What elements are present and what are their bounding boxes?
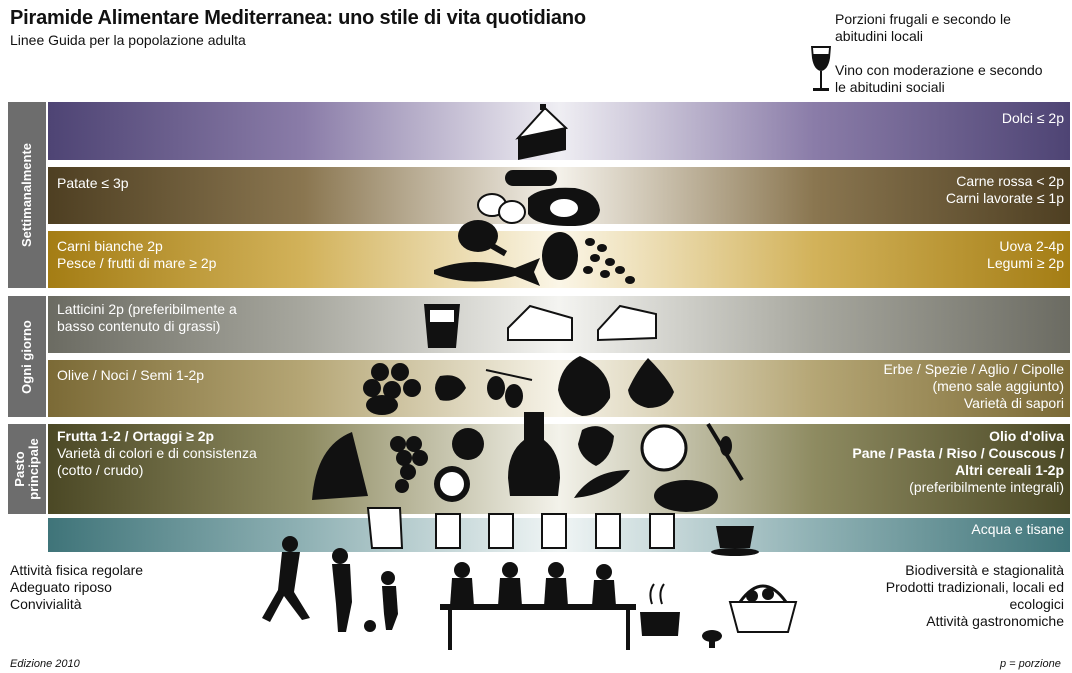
- apple-icon: [452, 428, 484, 460]
- artichoke-icon: [578, 426, 614, 466]
- wine-note: Vino con moderazione e secondo le abitud…: [835, 62, 1043, 95]
- label-eggs-legumes: Uova 2-4p Legumi ≥ 2p: [987, 238, 1064, 271]
- dinner-table-icon: [440, 562, 636, 650]
- label-red-meat: Carne rossa < 2p Carni lavorate ≤ 1p: [945, 173, 1064, 206]
- label-fruit-vegetables: Frutta 1-2 / Ortaggi ≥ 2p Varietà di col…: [57, 428, 257, 478]
- garlic-icon: [628, 358, 674, 408]
- wine-glass-icon: [811, 46, 831, 91]
- label-potatoes: Patate ≤ 3p: [57, 175, 129, 191]
- steak-icon: [528, 187, 600, 226]
- yogurt-icon: [424, 304, 460, 348]
- label-poultry-fish: Carni bianche 2p Pesce / frutti di mare …: [57, 238, 217, 271]
- section-weekly: Settimanalmente: [8, 102, 46, 288]
- water-glass-icon: [435, 513, 675, 549]
- lettuce-icon: [640, 424, 688, 472]
- wheat-icon: [706, 422, 744, 482]
- basket-icon: [728, 584, 798, 633]
- page-subtitle: Linee Guida per la popolazione adulta: [10, 32, 246, 48]
- portions-note: Porzioni frugali e secondo le abitudini …: [835, 11, 1011, 44]
- edition-label: Edizione 2010: [10, 658, 80, 670]
- orange-slice-icon: [434, 466, 470, 502]
- tea-cup-icon: [711, 526, 759, 556]
- portion-legend: p = porzione: [1000, 658, 1061, 670]
- cooking-pot-icon: [640, 583, 680, 636]
- lifestyle-left: Attività fisica regolare Adeguato riposo…: [10, 562, 144, 612]
- chicken-leg-icon: [458, 220, 508, 257]
- egg-icon: [542, 232, 578, 280]
- onion-icon: [558, 356, 611, 416]
- herb-leaf-icon: [435, 375, 466, 401]
- oil-jug-icon: [508, 412, 560, 496]
- section-daily: Ogni giorno: [8, 296, 46, 417]
- page-title: Piramide Alimentare Mediterranea: uno st…: [10, 7, 586, 29]
- cake-icon: [515, 104, 569, 160]
- label-herbs-spices: Erbe / Spezie / Aglio / Cipolle (meno sa…: [883, 361, 1064, 411]
- mushroom-icon: [702, 630, 722, 648]
- legumes-icon: [583, 238, 635, 284]
- nuts-icon: [363, 363, 421, 415]
- sausage-icon: [505, 170, 557, 186]
- water-jug-icon: [366, 507, 404, 549]
- cheese-icon: [507, 304, 657, 342]
- people-exercise-icon: [262, 536, 398, 632]
- lifestyle-right: Biodiversità e stagionalità Prodotti tra…: [885, 562, 1064, 629]
- watermelon-icon: [312, 432, 368, 500]
- grapes-icon: [390, 436, 428, 493]
- label-sweets: Dolci ≤ 2p: [1001, 110, 1064, 126]
- olives-icon: [485, 369, 533, 408]
- label-dairy: Latticini 2p (preferibilmente a basso co…: [57, 301, 237, 334]
- bread-icon: [654, 480, 718, 512]
- label-olives-nuts: Olive / Noci / Semi 1-2p: [57, 367, 205, 383]
- label-olive-oil-cereals: Olio d'oliva Pane / Pasta / Riso / Cousc…: [852, 428, 1064, 495]
- leaf-vegetable-icon: [574, 470, 630, 498]
- fish-icon: [434, 258, 540, 286]
- label-water: Acqua e tisane: [971, 521, 1064, 537]
- potato-icon: [477, 193, 526, 224]
